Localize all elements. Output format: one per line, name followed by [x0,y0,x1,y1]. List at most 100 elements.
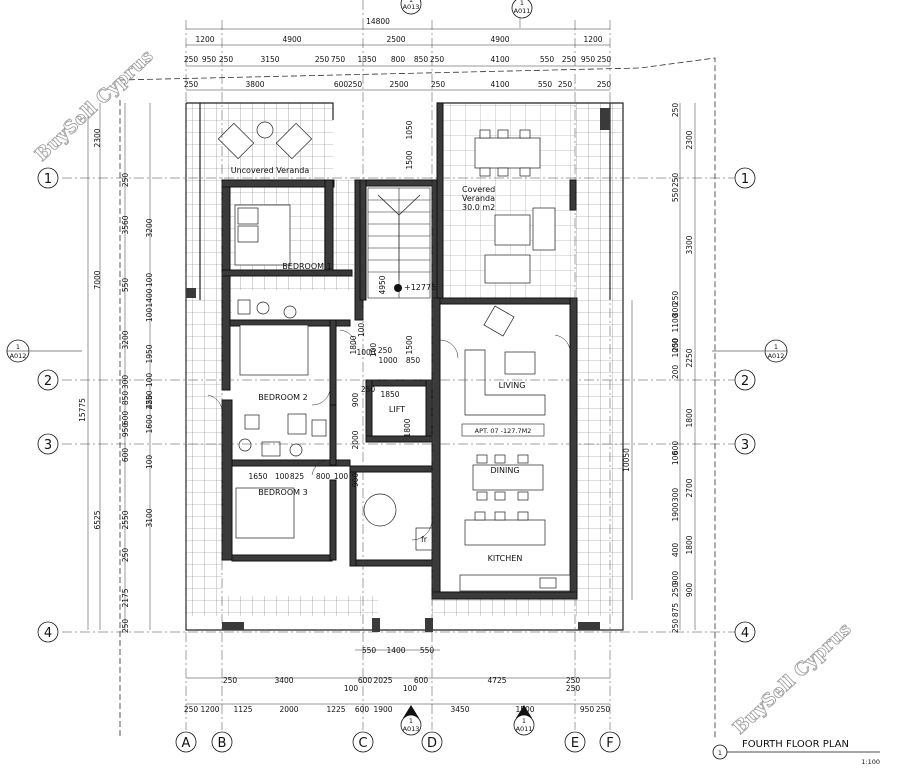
section-marker-top-left: 1 A013 [400,0,422,15]
label-kitchen: KITCHEN [488,554,523,563]
section-r-ref: A012 [768,352,785,360]
dimLeftInner-8: 100 [145,455,154,470]
dimLeftMid-12: 250 [121,619,130,634]
dimTopR1-1: 4900 [282,35,301,44]
dimTopR2-1: 950 [202,55,217,64]
grid-lines [62,0,735,730]
dimRightInner-12: 300 [671,488,680,503]
dimTopR2-2: 250 [219,55,234,64]
dimBotR2-4: 1225 [326,705,345,714]
dimBotR2-3: 2000 [279,705,298,714]
dimLeftInner-9: 3100 [145,508,154,527]
grid-bubble-D [421,731,443,753]
dim-top-overall: 14800 [366,17,390,26]
dimRightInner-1: 550 [671,188,680,203]
grid-bubble-F [599,731,621,753]
dimLeftInner-6: 450 [145,395,154,410]
dimTopR2-7: 800 [391,55,406,64]
dimLeftMid-6: 600 [121,411,130,426]
dimTopR3-6: 4100 [490,80,509,89]
dimRightInner-4: 250 [671,291,680,306]
dimension-lines [87,28,696,705]
section-marker-bottom-left: 1 A013 [400,705,422,736]
dim-interior-19: 800 [316,472,331,481]
dimRightOuter-1: 3300 [685,235,694,254]
dimTopR1-4: 1200 [583,35,602,44]
dimRightInner-0: 250 [671,103,680,118]
bedroom-furniture [234,204,397,539]
label-uncovered-veranda: Uncovered Veranda [231,166,310,175]
dim-interior-15: 2000 [351,430,360,449]
dimRightOuter-4: 2700 [685,478,694,497]
grid-bubble-2-right [734,369,756,391]
dimBotMid-0: 550 [362,646,377,655]
dimBotR2-1: 1200 [200,705,219,714]
section-br-num: 1 [522,717,526,725]
dimRightInner-3: 800 [671,303,680,318]
label-apt: APT. 07 -127.7M2 [475,427,532,435]
dim-interior-10: 850 [406,356,421,365]
dim-interior-5: 1000 [356,348,375,357]
dimRightInner-7: 1000 [671,338,680,357]
grid-label-F: F [606,736,613,751]
grid-bubble-2-left [37,369,59,391]
dimTopR2-14: 250 [597,55,612,64]
section-bl-ref: A013 [403,725,420,733]
dimBotR2-5: 600 [355,705,370,714]
dimTopR3-4: 2500 [389,80,408,89]
dim-interior-18: 825 [290,472,305,481]
dim-interior-20: 100 [334,472,349,481]
site-boundary [119,57,716,738]
dimTopR3-2: 600 [334,80,349,89]
dimTopR2-6: 1350 [357,55,376,64]
dimBotR2-0: 250 [184,705,199,714]
dimTopR2-12: 250 [562,55,577,64]
label-covered-veranda-3: 30.0 m2 [462,203,495,212]
dimLeftInner-4: 1950 [145,344,154,363]
level-marker-icon [394,284,402,292]
grid-bubble-1-left [37,167,59,189]
dimBotR1-3: 2025 [373,676,392,685]
dimTopR2-10: 4100 [490,55,509,64]
grid-bubble-3-right [734,433,756,455]
dimTopR3-7: 550 [538,80,553,89]
section-tl-ref: A013 [403,3,420,11]
columns [186,108,610,632]
dimLeftMid-4: 300 [121,375,130,390]
dim-interior-8: 250 [378,346,393,355]
dimBotR2-6: 1900 [373,705,392,714]
dim-interior-12: 250 [361,385,376,394]
dim-interior-16: 1650 [248,472,267,481]
label-lift: LIFT [389,405,405,414]
dimLeftOuter-0: 2300 [93,128,102,147]
dimLeftMid-8: 600 [121,448,130,463]
label-dining: DINING [490,466,519,475]
room-labels: Uncovered Veranda Covered Veranda 30.0 m… [231,166,545,563]
dimRightInner-17: 250 [671,619,680,634]
grid-label-3-left: 3 [44,438,52,453]
dimTopR3-8: 250 [558,80,573,89]
dimRightOuter-2: 2250 [685,348,694,367]
dimTopR1-2: 2500 [386,35,405,44]
dimTopR2-8: 850 [414,55,429,64]
label-bedroom1: BEDROOM 1 [282,262,331,271]
dimBotR1-5: 4725 [487,676,506,685]
dim-interior-4: 1800 [349,335,358,354]
dimRightInner-15: 250 [671,583,680,598]
dimLeftMid-10: 250 [121,548,130,563]
dimTopR2-3: 3150 [260,55,279,64]
stair-flight [367,187,431,299]
grid-bubble-B [211,731,233,753]
section-marker-bottom-right: 1 A011 [513,705,535,736]
dimLeftOuter-2: 6525 [93,510,102,529]
dimBotR2-10: 250 [596,705,611,714]
dimTopR2-5: 750 [331,55,346,64]
dimRightInner-5: 1100 [671,313,680,332]
dimTopR2-13: 950 [581,55,596,64]
dimRightOuter-5: 1800 [685,535,694,554]
dimRightInner-10: 100 [671,451,680,466]
dimTopR2-0: 250 [184,55,199,64]
